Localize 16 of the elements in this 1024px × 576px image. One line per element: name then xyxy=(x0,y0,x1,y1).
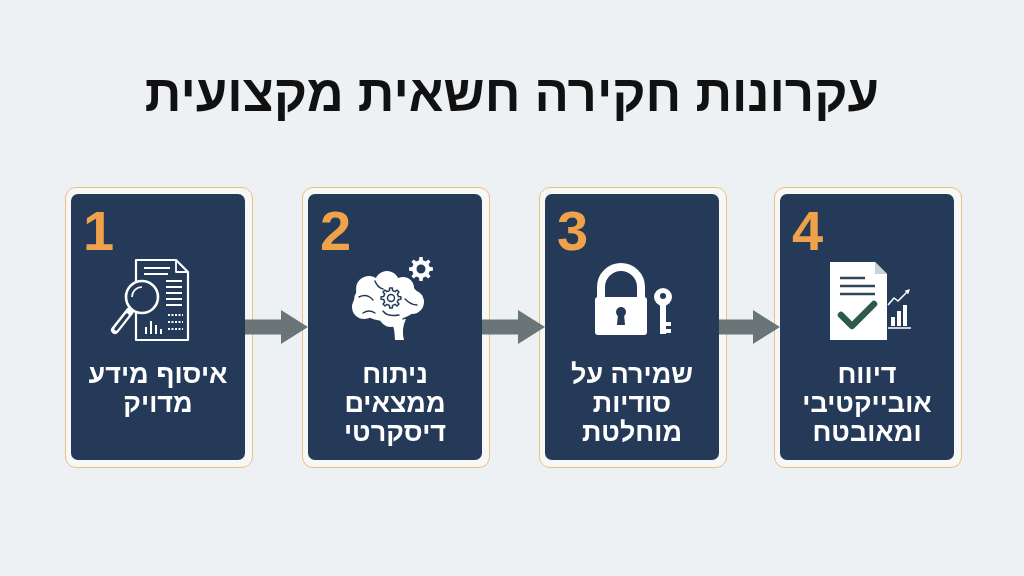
step-label: שמירה על סודיות מוחלטת xyxy=(569,360,695,447)
step-label: ניתוח ממצאים דיסקרטי xyxy=(342,360,448,447)
step-card xyxy=(71,194,245,460)
arrow xyxy=(245,310,308,344)
step-number: 3 xyxy=(557,203,589,259)
step-label: איסוף מידע מדויק xyxy=(87,360,229,418)
arrow xyxy=(719,310,780,344)
step-label: דיווח אובייקטיבי ומאובטח xyxy=(801,360,933,447)
step-number: 2 xyxy=(320,203,352,259)
title: עקרונות חקירה חשאית מקצועית xyxy=(144,64,880,124)
step-card xyxy=(780,194,954,460)
step-card xyxy=(545,194,719,460)
step-number: 1 xyxy=(83,203,115,259)
arrow xyxy=(482,310,545,344)
step-card xyxy=(308,194,482,460)
step-number: 4 xyxy=(792,203,824,259)
